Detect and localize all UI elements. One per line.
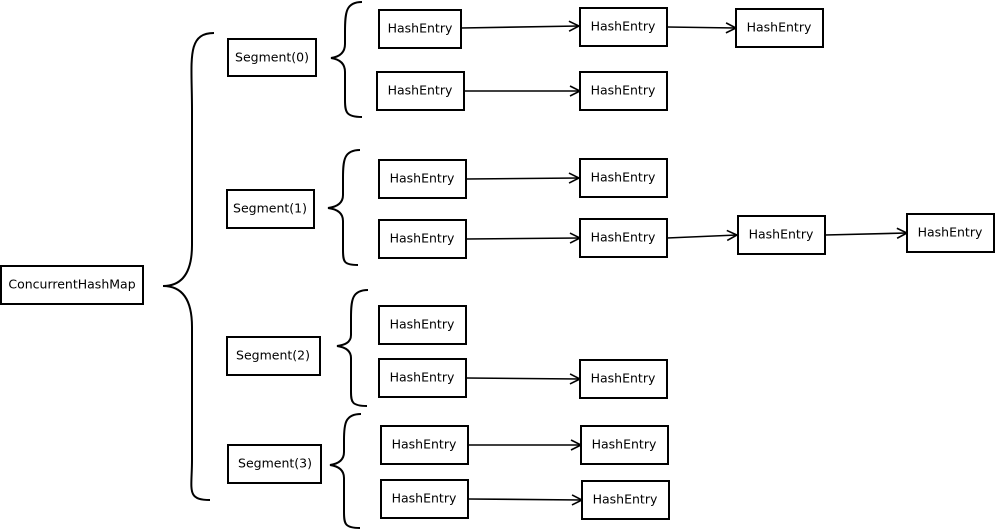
- concurrent-hashmap-node: ConcurrentHashMap: [0, 265, 144, 305]
- segment-3-brace: [329, 413, 362, 529]
- hash-entry-node: HashEntry: [380, 479, 469, 519]
- hash-entry-label: HashEntry: [388, 21, 453, 36]
- hash-entry-node: HashEntry: [581, 480, 670, 520]
- segment-label: Segment(2): [236, 348, 310, 363]
- hash-entry-label: HashEntry: [593, 492, 658, 507]
- arrow-s1-r0-1: [465, 178, 579, 179]
- hash-entry-node: HashEntry: [378, 219, 467, 259]
- hash-entry-label: HashEntry: [392, 437, 457, 452]
- segment-0-brace: [330, 1, 363, 118]
- hash-entry-label: HashEntry: [918, 225, 983, 240]
- arrows: [460, 26, 907, 500]
- hash-entry-node: HashEntry: [579, 7, 668, 47]
- segment-1-brace: [327, 149, 361, 266]
- segment-node-2: Segment(2): [226, 336, 321, 376]
- hash-entry-label: HashEntry: [392, 491, 457, 506]
- hash-entry-label: HashEntry: [591, 19, 656, 34]
- hash-entry-label: HashEntry: [591, 230, 656, 245]
- hash-entry-label: HashEntry: [591, 83, 656, 98]
- arrow-s1-r1-1: [465, 238, 580, 239]
- arrow-s1-r1-3: [824, 233, 907, 235]
- hash-entry-label: HashEntry: [390, 171, 455, 186]
- segment-node-3: Segment(3): [227, 444, 322, 484]
- hash-entry-node: HashEntry: [378, 358, 467, 398]
- hash-entry-node: HashEntry: [378, 9, 462, 49]
- segment-2-brace: [336, 289, 369, 407]
- arrow-s0-r0-2: [666, 27, 736, 28]
- concurrent-hashmap-label: ConcurrentHashMap: [8, 277, 135, 292]
- root-brace: [162, 32, 215, 501]
- arrow-s2-r1-1: [465, 378, 580, 379]
- hash-entry-label: HashEntry: [592, 437, 657, 452]
- hash-entry-label: HashEntry: [390, 370, 455, 385]
- hash-entry-node: HashEntry: [579, 158, 668, 198]
- hash-entry-node: HashEntry: [906, 213, 995, 253]
- arrow-s1-r1-2: [666, 235, 737, 238]
- hash-entry-node: HashEntry: [737, 215, 826, 255]
- hash-entry-node: HashEntry: [579, 218, 668, 258]
- hash-entry-node: HashEntry: [376, 71, 465, 111]
- hash-entry-node: HashEntry: [735, 8, 824, 48]
- hash-entry-label: HashEntry: [591, 371, 656, 386]
- hash-entry-node: HashEntry: [579, 71, 668, 111]
- arrow-s3-r1-1: [467, 499, 582, 500]
- hash-entry-label: HashEntry: [591, 170, 656, 185]
- hash-entry-label: HashEntry: [390, 231, 455, 246]
- hash-entry-node: HashEntry: [580, 425, 669, 465]
- hash-entry-label: HashEntry: [747, 20, 812, 35]
- hash-entry-label: HashEntry: [390, 317, 455, 332]
- hash-entry-node: HashEntry: [380, 425, 469, 465]
- segment-node-1: Segment(1): [226, 189, 315, 229]
- hash-entry-label: HashEntry: [388, 83, 453, 98]
- hash-entry-node: HashEntry: [579, 359, 668, 399]
- segment-node-0: Segment(0): [227, 38, 317, 77]
- hash-entry-node: HashEntry: [378, 159, 467, 199]
- segment-label: Segment(0): [235, 50, 309, 65]
- hash-entry-node: HashEntry: [378, 305, 467, 345]
- hash-entry-label: HashEntry: [749, 227, 814, 242]
- segment-label: Segment(1): [233, 201, 307, 216]
- segment-label: Segment(3): [238, 456, 312, 471]
- arrow-s0-r0-1: [460, 26, 579, 28]
